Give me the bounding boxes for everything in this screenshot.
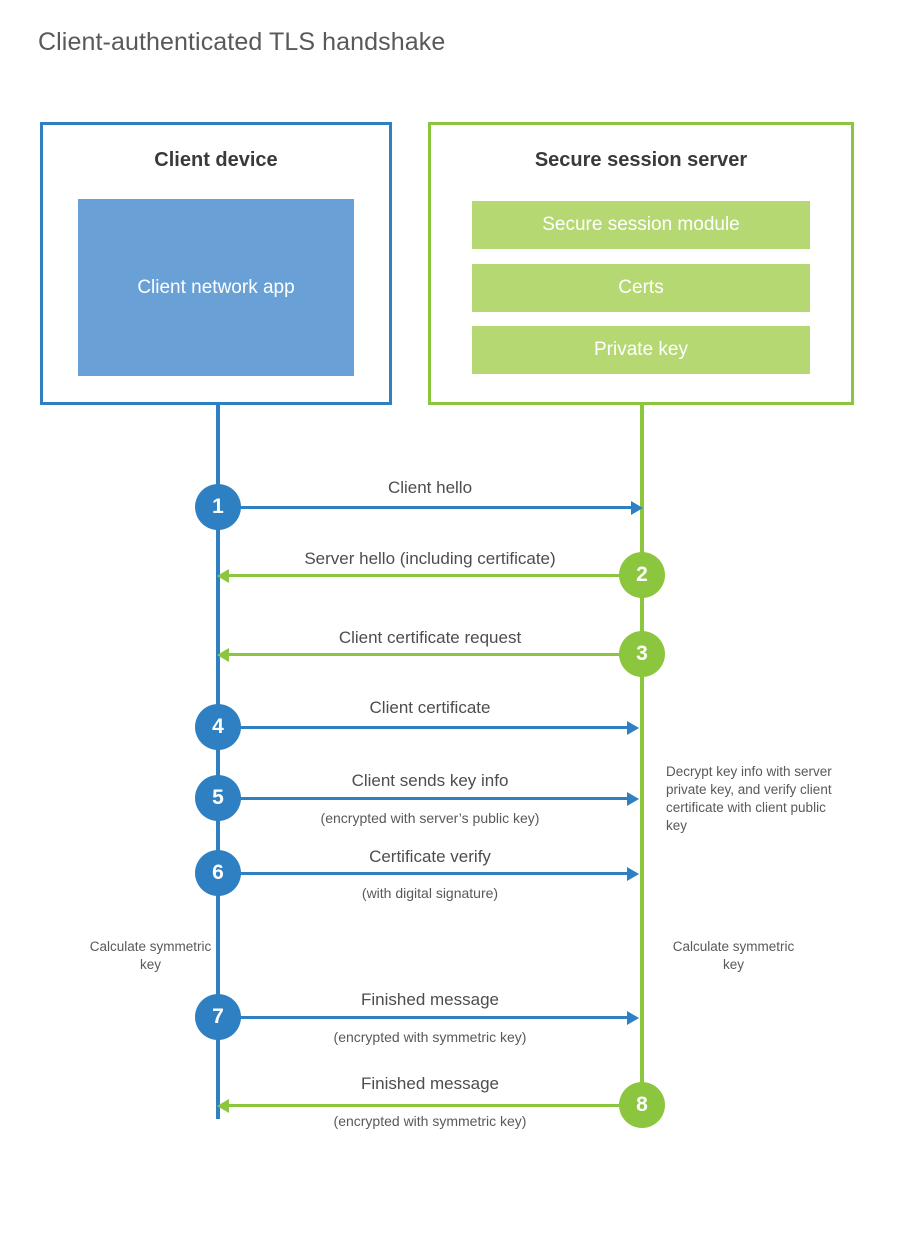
client-device-title: Client device bbox=[154, 149, 278, 171]
step-3-label: Client certificate request bbox=[338, 628, 522, 647]
step-5-label: Client sends key info bbox=[351, 771, 509, 790]
server-calculate-symmetric-key-note: Calculate symmetric key bbox=[672, 939, 795, 972]
client-network-app-box: Client network app bbox=[78, 199, 354, 376]
arrowhead-right-icon bbox=[631, 500, 643, 515]
step-8-arrow bbox=[217, 1098, 642, 1113]
step-4-circle[interactable]: 4 bbox=[195, 704, 241, 750]
client-lifeline bbox=[216, 405, 220, 1119]
server-lifeline bbox=[640, 405, 644, 1107]
arrowhead-left-icon bbox=[217, 647, 229, 662]
server-component-secure-session-module: Secure session module bbox=[472, 201, 810, 249]
step-8-label: Finished message bbox=[361, 1074, 499, 1093]
step-6-sublabel: (with digital signature) bbox=[361, 885, 499, 901]
step-6-label: Certificate verify bbox=[369, 847, 491, 866]
step-5-sublabel: (encrypted with server’s public key) bbox=[320, 810, 540, 826]
step-4-label: Client certificate bbox=[369, 698, 491, 717]
arrowhead-right-icon bbox=[627, 791, 639, 806]
server-component-private-key: Private key bbox=[472, 326, 810, 374]
step-3-circle[interactable]: 3 bbox=[619, 631, 665, 677]
arrowhead-left-icon bbox=[217, 1098, 229, 1113]
step-8-sublabel: (encrypted with symmetric key) bbox=[333, 1113, 527, 1129]
arrowhead-right-icon bbox=[627, 866, 639, 881]
step-2-circle[interactable]: 2 bbox=[619, 552, 665, 598]
step-3-arrow bbox=[217, 647, 642, 662]
step-1-circle[interactable]: 1 bbox=[195, 484, 241, 530]
arrowhead-right-icon bbox=[627, 1010, 639, 1025]
step-7-label: Finished message bbox=[361, 990, 499, 1009]
step-6-circle[interactable]: 6 bbox=[195, 850, 241, 896]
secure-session-server-title: Secure session server bbox=[534, 149, 748, 171]
step-5-circle[interactable]: 5 bbox=[195, 775, 241, 821]
server-component-certs: Certs bbox=[472, 264, 810, 312]
step-5-arrow bbox=[218, 791, 639, 806]
step-1-arrow bbox=[218, 500, 643, 515]
step-6-arrow bbox=[218, 866, 639, 881]
arrowhead-right-icon bbox=[627, 720, 639, 735]
client-calculate-symmetric-key-note: Calculate symmetric key bbox=[89, 939, 212, 972]
step-2-arrow bbox=[217, 568, 642, 583]
step-7-arrow bbox=[218, 1010, 639, 1025]
step-2-label: Server hello (including certificate) bbox=[304, 549, 556, 568]
server-decrypt-note: Decrypt key info with server private key… bbox=[666, 764, 832, 833]
step-7-sublabel: (encrypted with symmetric key) bbox=[333, 1029, 527, 1045]
page-title: Client-authenticated TLS handshake bbox=[38, 28, 446, 56]
secure-session-server-box: Secure session server Secure session mod… bbox=[428, 122, 854, 405]
step-1-label: Client hello bbox=[387, 478, 473, 497]
arrowhead-left-icon bbox=[217, 568, 229, 583]
step-7-circle[interactable]: 7 bbox=[195, 994, 241, 1040]
step-8-circle[interactable]: 8 bbox=[619, 1082, 665, 1128]
step-4-arrow bbox=[218, 720, 639, 735]
client-device-box: Client device Client network app bbox=[40, 122, 392, 405]
